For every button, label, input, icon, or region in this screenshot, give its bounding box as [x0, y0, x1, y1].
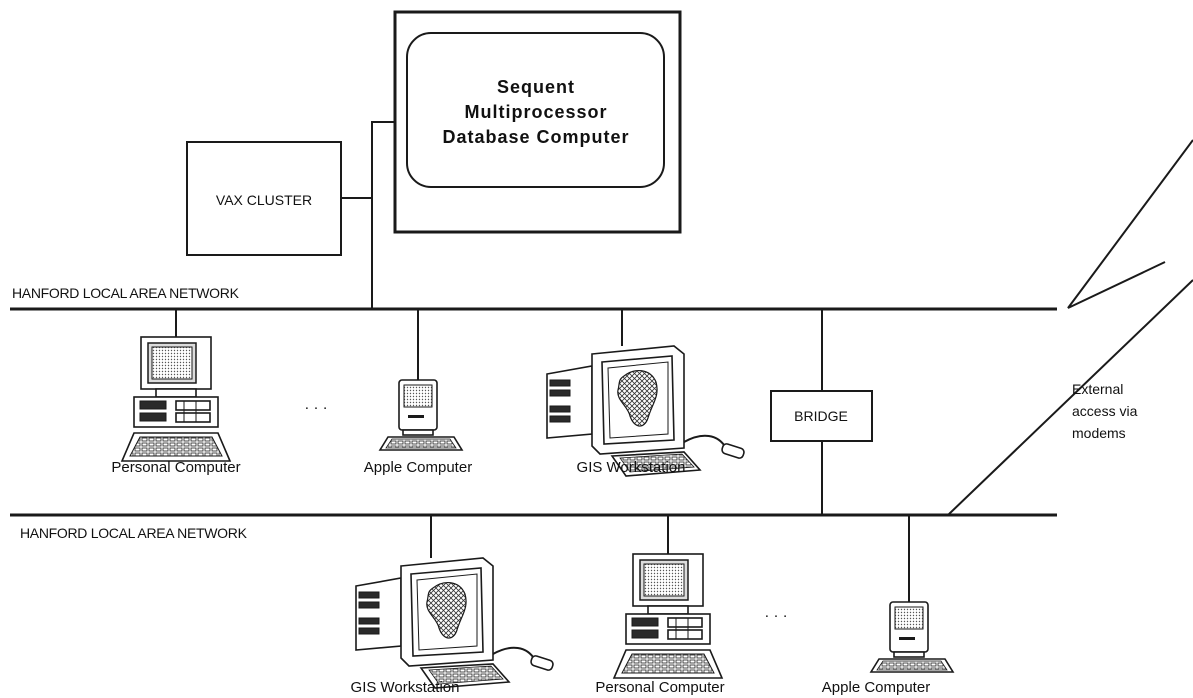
top-gis-workstation-label: GIS Workstation	[577, 459, 686, 476]
lightning-bolt-icon	[1067, 139, 1193, 309]
personal-computer-icon	[613, 553, 723, 679]
bottom-personal-computer: Personal Computer	[595, 553, 725, 696]
sequent-label-line2: Multiprocessor	[464, 102, 607, 122]
top-personal-computer-label: Personal Computer	[111, 459, 240, 476]
sequent-label-line1: Sequent	[497, 77, 575, 97]
lightning-bolt-lower	[947, 279, 1193, 516]
bottom-network-label: HANFORD LOCAL AREA NETWORK	[20, 525, 248, 541]
sequent-database-computer: Sequent Multiprocessor Database Computer	[393, 10, 682, 234]
bottom-gis-workstation: GIS Workstation	[351, 557, 556, 696]
external-access-line1: External	[1072, 381, 1123, 397]
bottom-gis-workstation-label: GIS Workstation	[351, 679, 460, 696]
top-ellipsis: · · ·	[304, 399, 327, 416]
top-gis-workstation: GIS Workstation	[546, 345, 747, 477]
bridge-box: BRIDGE	[770, 390, 873, 442]
top-apple-computer-label: Apple Computer	[364, 459, 472, 476]
top-apple-computer: Apple Computer	[364, 379, 472, 476]
bottom-apple-computer: Apple Computer	[822, 601, 954, 696]
sequent-label-line3: Database Computer	[442, 127, 629, 147]
apple-computer-icon	[379, 379, 463, 451]
external-access-line3: modems	[1072, 425, 1126, 441]
external-access-line2: access via	[1072, 403, 1138, 419]
gis-workstation-icon	[546, 345, 747, 477]
bottom-ellipsis: · · ·	[764, 607, 787, 624]
vax-label: VAX CLUSTER	[216, 192, 312, 208]
top-network-label: HANFORD LOCAL AREA NETWORK	[12, 285, 240, 301]
personal-computer-icon	[121, 336, 231, 462]
sequent-connector	[371, 121, 395, 309]
bottom-apple-computer-label: Apple Computer	[822, 679, 930, 696]
bottom-personal-computer-label: Personal Computer	[595, 679, 724, 696]
top-personal-computer: Personal Computer	[111, 336, 241, 476]
apple-computer-icon	[870, 601, 954, 673]
gis-workstation-icon	[355, 557, 556, 689]
vax-cluster-box: VAX CLUSTER	[186, 141, 342, 256]
bridge-label: BRIDGE	[794, 408, 848, 424]
